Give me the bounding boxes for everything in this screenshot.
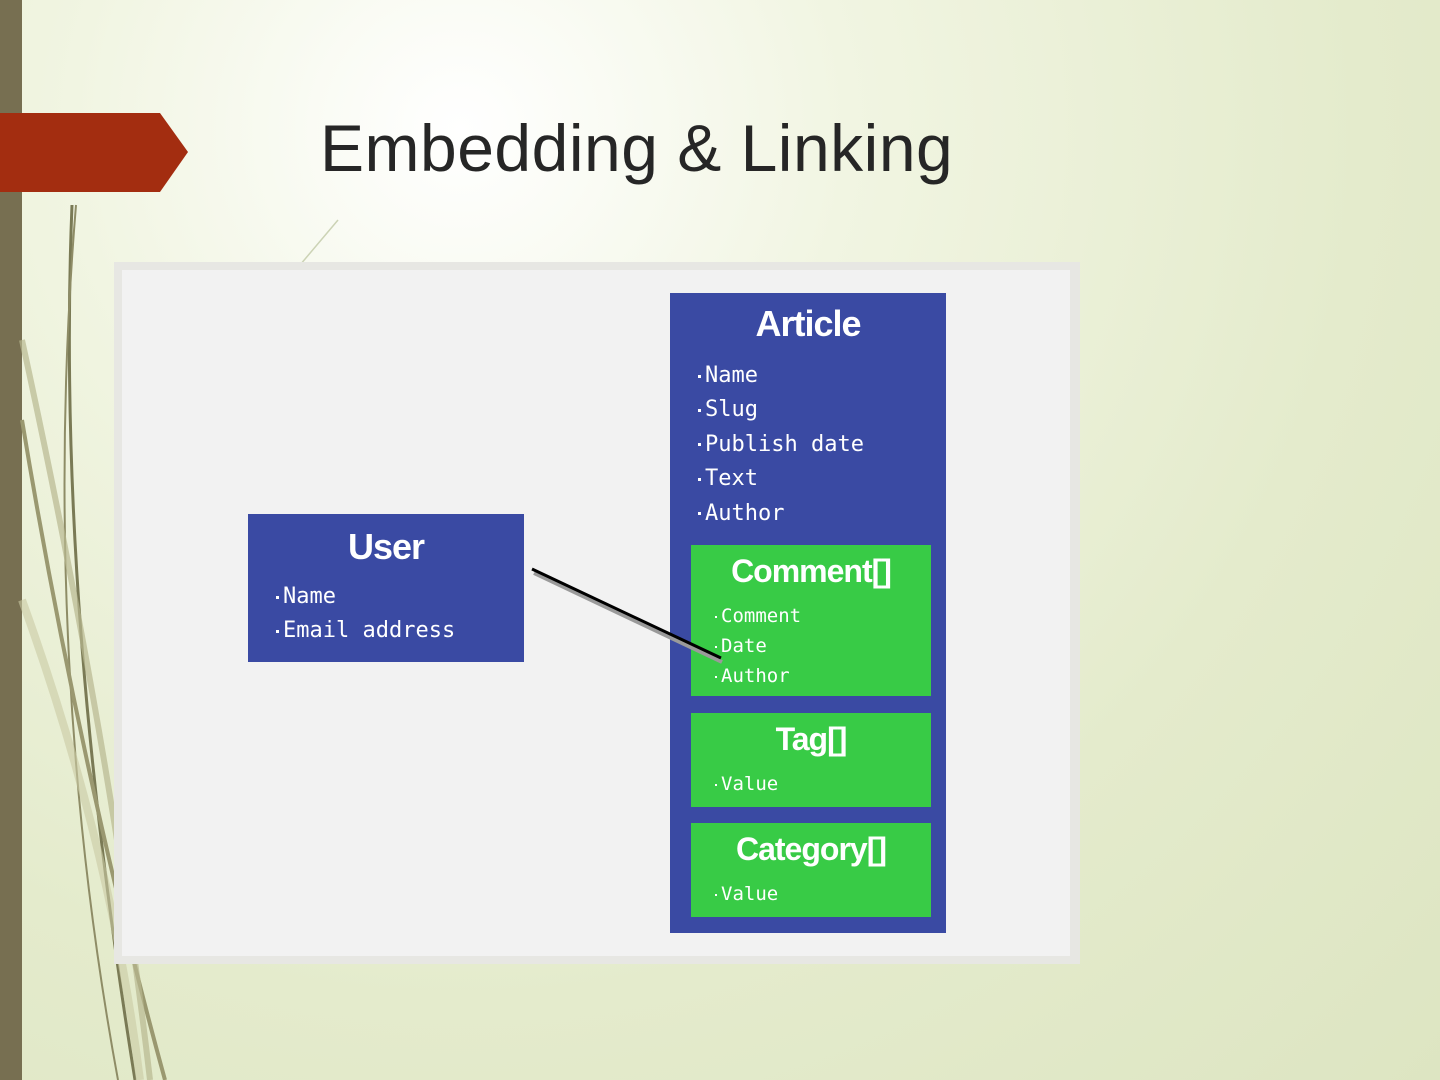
bullet-icon — [698, 512, 701, 516]
bullet-icon — [715, 615, 717, 618]
bullet-icon — [715, 783, 717, 786]
comment-field-row: Date — [715, 631, 801, 661]
tag-field-value: Value — [721, 773, 779, 795]
user-field-row: Name — [276, 580, 455, 614]
article-field-row: Name — [698, 359, 864, 393]
category-embedded-box: Category[] Value — [691, 823, 931, 917]
comment-field-author: Author — [721, 665, 790, 687]
article-field-row: Slug — [698, 393, 864, 427]
category-field-value: Value — [721, 883, 779, 905]
bullet-icon — [698, 374, 701, 378]
bullet-icon — [276, 629, 279, 633]
comment-field-row: Author — [715, 661, 801, 691]
category-embedded-title: Category[] — [735, 831, 887, 867]
article-field-publish-date: Publish date — [705, 431, 864, 457]
comment-field-date: Date — [721, 635, 767, 657]
tag-embedded-title: Tag[] — [775, 721, 848, 757]
article-field-row: Publish date — [698, 428, 864, 462]
user-field-row: Email address — [276, 614, 455, 648]
article-field-row: Text — [698, 462, 864, 496]
article-field-text: Text — [705, 466, 758, 492]
slide-title: Embedding & Linking — [320, 111, 954, 185]
bullet-icon — [715, 645, 717, 648]
comment-embedded-title: Comment[] — [731, 553, 892, 589]
bullet-icon — [698, 408, 701, 412]
comment-field-row: Comment — [715, 601, 801, 631]
article-field-name: Name — [705, 363, 758, 388]
left-accent-bar — [0, 0, 22, 1080]
comment-embedded-box: Comment[] Comment Date Author — [691, 545, 931, 696]
user-entity-box: User Name Email address — [248, 514, 524, 662]
article-field-row: Author — [698, 497, 864, 531]
bullet-icon — [715, 893, 717, 896]
bullet-icon — [276, 595, 279, 599]
article-field-slug: Slug — [705, 397, 758, 423]
article-field-author: Author — [705, 500, 785, 526]
bullet-icon — [715, 675, 717, 678]
tag-embedded-box: Tag[] Value — [691, 713, 931, 807]
user-field-email: Email address — [283, 618, 456, 643]
user-entity-title: User — [347, 526, 425, 567]
user-field-name: Name — [283, 584, 336, 609]
title-arrow-marker — [0, 113, 188, 192]
comment-field-comment: Comment — [721, 605, 802, 627]
tag-field-row: Value — [715, 769, 778, 799]
category-field-row: Value — [715, 879, 778, 909]
bullet-icon — [698, 477, 701, 481]
article-entity-title: Article — [755, 303, 861, 344]
bullet-icon — [698, 443, 701, 447]
